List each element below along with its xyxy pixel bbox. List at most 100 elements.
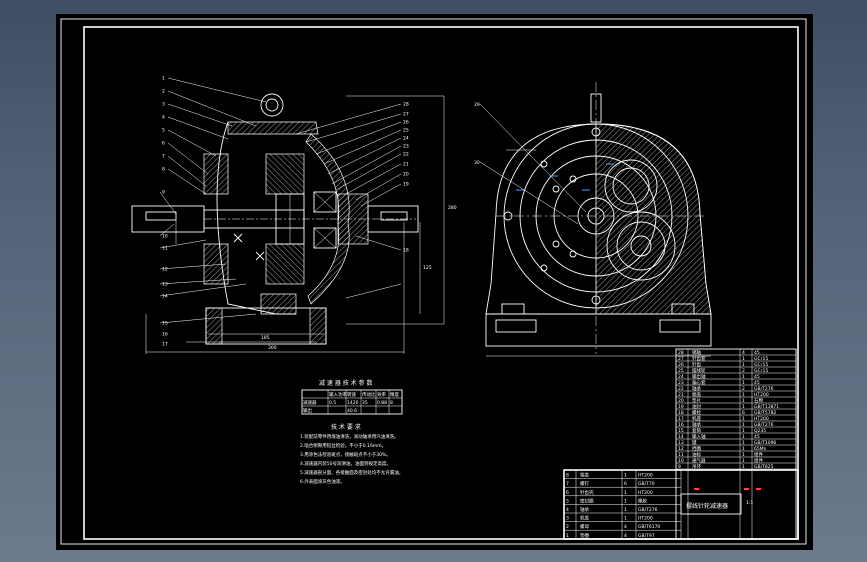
parts-list-cell: 轴承 bbox=[692, 385, 701, 392]
drawing-name: 摆线针轮减速器 bbox=[686, 502, 728, 510]
parts-list-cell: 针齿套 bbox=[692, 355, 706, 362]
balloon-label: 23 bbox=[403, 144, 409, 150]
parts-list-cell: 26 bbox=[678, 362, 684, 368]
parts-list-cell: 45 bbox=[754, 350, 760, 356]
balloon-label: 3 bbox=[162, 102, 165, 108]
tech-params-cell: 0.5 bbox=[329, 400, 336, 406]
svg-text:30: 30 bbox=[474, 160, 480, 166]
parts-list-cell: HT200 bbox=[754, 416, 769, 422]
title-block-cell: 6 bbox=[624, 481, 627, 487]
tech-req-line: 4.减速器内装50号润滑油，油面到规定高度。 bbox=[300, 460, 391, 467]
tech-params-cell: 减速器 bbox=[303, 399, 317, 406]
parts-list-cell: 19 bbox=[678, 404, 684, 410]
sectional-view: 300 185 280 125 bbox=[131, 77, 457, 354]
title-block-cell: 垫圈 bbox=[580, 532, 589, 539]
tech-params-header-cell: 精度 bbox=[390, 391, 399, 398]
parts-list-cell: 石棉 bbox=[754, 397, 763, 404]
parts-list-cell: GCr15 bbox=[754, 356, 768, 362]
parts-list-cell: 6 bbox=[742, 410, 745, 416]
tech-params-header-cell: 传动比 bbox=[362, 391, 376, 398]
parts-list-cell: 10 bbox=[678, 458, 684, 464]
parts-list-cell: 1 bbox=[742, 416, 745, 422]
title-block-cell: 4 bbox=[624, 524, 627, 530]
tech-params-cell: 输出 bbox=[303, 407, 312, 414]
parts-list-cell: 15 bbox=[678, 428, 684, 434]
balloon-label: 15 bbox=[162, 321, 168, 327]
title-block-cell: 螺钉 bbox=[580, 480, 589, 487]
parts-list-cell: 1 bbox=[742, 398, 745, 404]
tech-params-header-cell: 转速 bbox=[347, 391, 356, 398]
parts-list-cell: 22 bbox=[678, 386, 684, 392]
title-block-cell: 6 bbox=[566, 490, 569, 496]
parts-list-cell: 9 bbox=[678, 464, 681, 470]
tech-params-cell: 35 bbox=[362, 400, 368, 406]
parts-list-cell: 螺栓 bbox=[692, 409, 701, 416]
inner-frame bbox=[83, 26, 799, 540]
parts-list-cell: GB/T13871 bbox=[754, 404, 779, 410]
title-block-cell: 机盖 bbox=[580, 515, 589, 522]
balloon-label: 4 bbox=[162, 115, 165, 121]
parts-list-cell: 1 bbox=[742, 464, 745, 470]
title-block-cell: 密封圈 bbox=[580, 497, 594, 504]
parts-list-cell: 机座 bbox=[692, 415, 701, 422]
parts-list-cell: 油标 bbox=[692, 451, 701, 458]
tech-params-cell: 1420 bbox=[347, 400, 359, 406]
parts-list-cell: 45 bbox=[754, 380, 760, 386]
balloon-label: 14 bbox=[162, 294, 168, 300]
title-block-cell: 1 bbox=[624, 473, 627, 479]
parts-list-cell: 20 bbox=[678, 398, 684, 404]
parts-list-cell: GB/T5782 bbox=[754, 410, 776, 416]
parts-list-cell: 17 bbox=[678, 416, 684, 422]
parts-list-cell: 垫片 bbox=[692, 397, 701, 404]
tech-requirements: 技 术 要 求 1.装配前零件用煤油清洗，滚动轴承用汽油清洗。2.啮合侧隙用铅丝… bbox=[300, 423, 403, 485]
balloon-label: 8 bbox=[162, 167, 165, 173]
parts-list-cell: Q235 bbox=[754, 428, 766, 434]
title-block-cell: 1 bbox=[624, 490, 627, 496]
balloon-label: 7 bbox=[162, 154, 165, 160]
parts-list-cell: 18 bbox=[678, 410, 684, 416]
parts-list-cell: 2 bbox=[742, 386, 745, 392]
title-block-cell: 2 bbox=[566, 524, 569, 530]
svg-text:185: 185 bbox=[261, 335, 270, 341]
parts-list-cell: 11 bbox=[678, 452, 684, 458]
balloon-label: 16 bbox=[162, 332, 168, 338]
title-block-cell: 轴承 bbox=[580, 506, 589, 513]
parts-list-cell: 通气器 bbox=[692, 457, 706, 464]
parts-list-cell: 偏心套 bbox=[692, 379, 706, 386]
title-block-cell: 4 bbox=[624, 533, 627, 539]
parts-list-cell: 组件 bbox=[754, 451, 763, 458]
parts-list-cell: 输出轴 bbox=[692, 373, 706, 380]
parts-list-cell: GB/T825 bbox=[754, 464, 774, 470]
parts-list-cell: 25 bbox=[678, 368, 684, 374]
title-block-cell: 螺母 bbox=[580, 523, 589, 530]
title-block-cell: 1 bbox=[566, 533, 569, 539]
parts-list-cell: 13 bbox=[678, 440, 684, 446]
parts-list-cell: 45 bbox=[754, 374, 760, 380]
parts-list-cell: 2 bbox=[742, 368, 745, 374]
tech-req-title: 技 术 要 求 bbox=[331, 423, 361, 431]
balloon-label: 22 bbox=[403, 152, 409, 158]
svg-text:29: 29 bbox=[474, 102, 480, 108]
tech-req-line: 6.外表面涂灰色油漆。 bbox=[300, 478, 345, 485]
title-block-cell: 5 bbox=[566, 498, 569, 504]
parts-list-cell: 1 bbox=[742, 362, 745, 368]
parts-list-cell: 轴承 bbox=[692, 421, 701, 428]
parts-list-cell: 1 bbox=[742, 434, 745, 440]
parts-list-cell: 1 bbox=[742, 446, 745, 452]
parts-list-cell: HT200 bbox=[754, 392, 769, 398]
parts-list-cell: 1 bbox=[742, 380, 745, 386]
parts-list-cell: 1 bbox=[742, 452, 745, 458]
balloon-label: 21 bbox=[403, 162, 409, 168]
balloon-label: 20 bbox=[403, 172, 409, 178]
title-block-cell: 7 bbox=[566, 481, 569, 487]
title-block-cell: 1 bbox=[624, 516, 627, 522]
parts-list-cell: 28 bbox=[678, 350, 684, 356]
title-block-cell: 1 bbox=[624, 498, 627, 504]
parts-list-cell: 吊环 bbox=[692, 464, 701, 470]
parts-list-cell: GB/T276 bbox=[754, 386, 774, 392]
parts-list-cell: GCr15 bbox=[754, 362, 768, 368]
